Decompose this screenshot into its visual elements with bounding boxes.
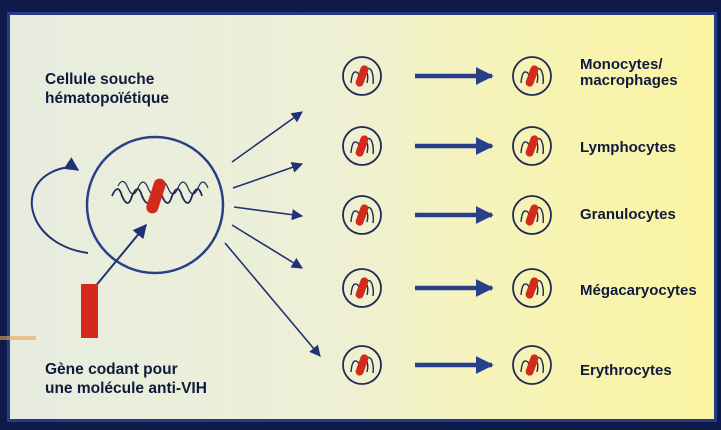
differentiation-arrows	[224, 111, 321, 357]
mature-cell-icon-2	[512, 195, 552, 235]
stem-cell-label: Cellule souche hématopoïétique	[45, 71, 170, 107]
gene-bar-icon	[81, 284, 98, 338]
cell-type-label-2: Granulocytes	[580, 206, 676, 223]
cell-type-label-1: Lymphocytes	[580, 139, 677, 156]
progenitor-cell-icon-3	[342, 268, 382, 308]
cell-rows	[342, 56, 552, 385]
mature-cell-icon-0	[512, 56, 552, 96]
mature-cell-icon-1	[512, 126, 552, 166]
cell-type-label-0: Monocytes/ macrophages	[580, 56, 678, 89]
mature-cell-icon-3	[512, 268, 552, 308]
gene-label: Gène codant pour une molécule anti-VIH	[45, 361, 207, 397]
self-renewal-arrow	[30, 157, 89, 254]
cell-type-label-3: Mégacaryocytes	[580, 282, 697, 299]
progenitor-cell-icon-4	[342, 345, 382, 385]
gene-insertion-arrow	[93, 223, 147, 289]
stem-cell	[85, 135, 225, 275]
progenitor-cell-icon-1	[342, 126, 382, 166]
progenitor-cell-icon-0	[342, 56, 382, 96]
inserted-gene-icon	[146, 178, 166, 214]
cell-type-label-4: Erythrocytes	[580, 362, 672, 379]
progenitor-cell-icon-2	[342, 195, 382, 235]
mature-cell-icon-4	[512, 345, 552, 385]
